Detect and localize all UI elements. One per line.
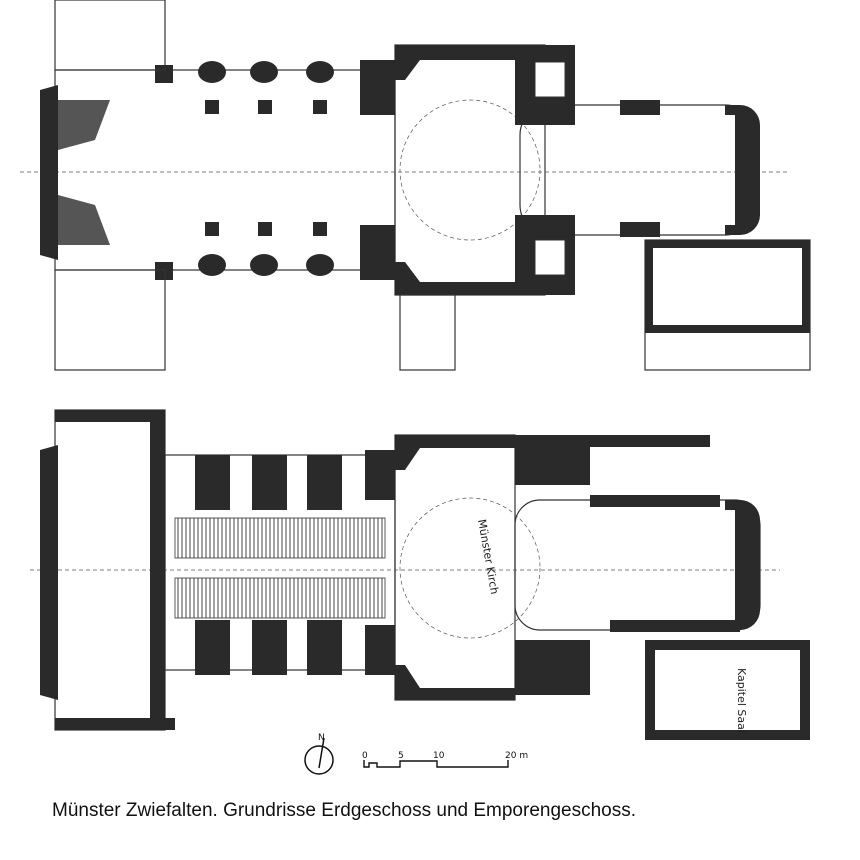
scale-tick-20: 20 m bbox=[505, 751, 528, 761]
scale-bar: 0 5 10 20 m bbox=[362, 751, 528, 768]
ground-floor-plan bbox=[20, 0, 811, 371]
label-muenster-kirch: Münster Kirch bbox=[475, 518, 501, 595]
figure-caption: Münster Zwiefalten. Grundrisse Erdgescho… bbox=[52, 800, 636, 821]
scale-tick-10: 10 bbox=[433, 751, 445, 761]
north-arrow-icon: N bbox=[304, 733, 334, 775]
north-label: N bbox=[318, 733, 325, 743]
label-kapitel-saal: Kapitel Saal bbox=[735, 668, 748, 733]
scale-tick-5: 5 bbox=[398, 751, 404, 761]
scale-tick-0: 0 bbox=[362, 751, 368, 761]
gallery-floor-plan: Münster Kirch Kapitel Saal bbox=[30, 409, 810, 740]
